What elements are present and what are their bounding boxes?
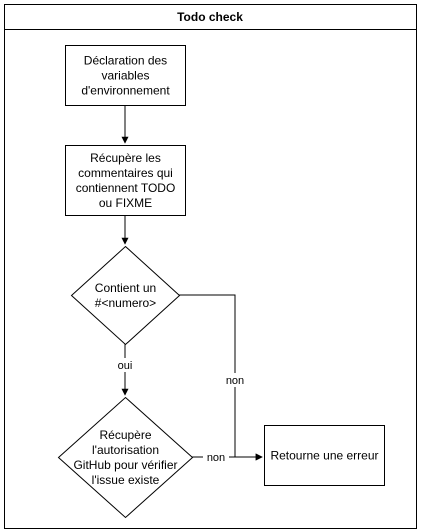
node-decision-has-number-label: Contient un#<numero> — [95, 281, 156, 310]
node-return-error-label: Retourne une erreur — [270, 449, 378, 463]
swimlane-title: Todo check — [177, 10, 243, 24]
edge-label-non-1: non — [226, 375, 244, 387]
edge-label-non-2: non — [207, 452, 225, 464]
node-decision-has-number: Contient un#<numero> — [70, 245, 181, 346]
edge-label-oui: oui — [118, 360, 133, 372]
node-return-error: Retourne une erreur — [264, 425, 385, 486]
edge-labels: oui non non — [113, 358, 248, 464]
